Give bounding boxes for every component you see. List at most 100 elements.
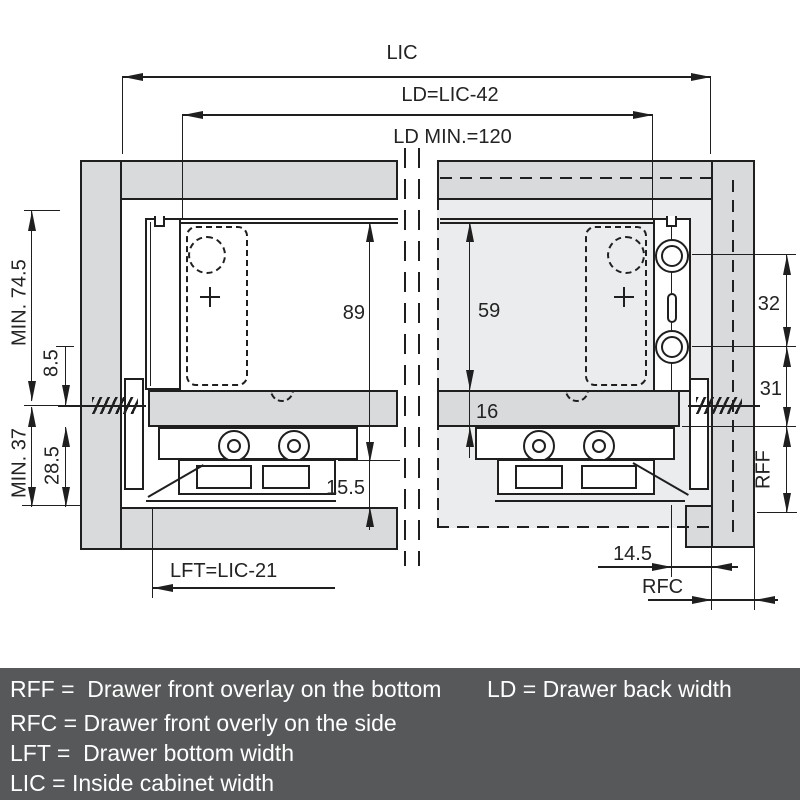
- extension-line: [122, 76, 123, 154]
- mechanism-detail: [515, 465, 563, 489]
- dim-line-rfc: [648, 599, 778, 601]
- cabinet-top-panel-left: [120, 160, 398, 200]
- extension-line: [710, 76, 711, 154]
- dim-line-89: [369, 222, 370, 462]
- dim-arrow: [652, 563, 672, 571]
- dim-line-31: [786, 347, 787, 427]
- dim-label-ld: LD=LIC-42: [401, 84, 499, 106]
- mechanism-detail: [581, 465, 637, 489]
- bracket-slot: [667, 293, 677, 323]
- dim-line-155: [369, 462, 370, 530]
- dim-label-32: 32: [757, 293, 780, 315]
- extension-line: [711, 548, 712, 610]
- dim-line-85: [65, 347, 66, 405]
- dim-label-lic: LIC: [386, 42, 418, 64]
- dim-arrow: [28, 407, 36, 427]
- dim-label-285: 28.5: [41, 446, 64, 486]
- extension-line: [56, 346, 74, 347]
- drawer-back-hole-left: [188, 236, 226, 274]
- drawer-front-hidden-centerline: [732, 180, 734, 540]
- dim-label-145: 14.5: [613, 543, 652, 565]
- dim-arrow: [692, 596, 712, 604]
- dim-label-min745: MIN. 74.5: [8, 259, 31, 346]
- dim-label-ld-min: LD MIN.=120: [393, 126, 512, 148]
- dim-arrow: [466, 427, 474, 447]
- extension-line: [692, 346, 796, 347]
- mechanism-base-line: [146, 500, 336, 502]
- extension-line: [682, 426, 796, 427]
- screw-position-marker-left: [200, 287, 220, 307]
- dim-arrow: [62, 385, 70, 405]
- euro-screw-right: [696, 397, 742, 414]
- bracket-hole-top: [655, 239, 689, 273]
- legend-item-lft: LFT = Drawer bottom width: [10, 740, 294, 766]
- mechanism-base-line: [495, 500, 685, 502]
- cabinet-bottom-panel: [80, 507, 398, 550]
- dim-label-155: 15.5: [326, 477, 365, 499]
- drawer-top-edge-line: [181, 222, 398, 224]
- dim-arrow: [183, 111, 203, 119]
- cabinet-top-panel-right: [437, 160, 713, 200]
- dim-label-85: 8.5: [40, 349, 63, 377]
- slide-rail-body-right: [475, 427, 675, 460]
- cabinet-left-side-panel: [80, 160, 122, 550]
- dim-line-min37: [31, 407, 32, 507]
- extension-line: [757, 512, 797, 513]
- dim-label-min37: MIN. 37: [8, 427, 31, 498]
- dim-label-rff: RFF: [752, 450, 775, 490]
- legend-item-ld: LD = Drawer back width: [487, 676, 732, 702]
- dim-arrow: [62, 487, 70, 507]
- dim-line-lic: [123, 76, 711, 78]
- mechanism-detail: [262, 465, 310, 489]
- extension-line: [182, 114, 183, 218]
- legend-item-rff: RFF = Drawer front overlay on the bottom: [10, 676, 442, 702]
- extension-line: [22, 505, 82, 506]
- slide-rail-body-left: [158, 427, 358, 460]
- drawer-side-inner-line: [150, 222, 151, 386]
- dim-arrow: [783, 493, 791, 513]
- dim-arrow: [691, 73, 711, 81]
- drawer-bottom-panel-right: [437, 390, 680, 427]
- dim-line-lft: [153, 587, 335, 589]
- dim-arrow: [366, 222, 374, 242]
- bracket-hole-bottom: [655, 330, 689, 364]
- drawer-side-profile-left: [145, 218, 181, 390]
- drawer-back-hole-right: [607, 236, 645, 274]
- mechanism-detail: [196, 465, 252, 489]
- extension-line: [671, 505, 672, 577]
- dim-line-285: [65, 427, 66, 507]
- euro-screw-left: [92, 397, 138, 414]
- dim-line-rff: [786, 427, 787, 513]
- drawer-front-hidden-left-edge: [437, 178, 439, 528]
- dim-arrow: [633, 111, 653, 119]
- break-line: [404, 148, 406, 566]
- drawer-back-hidden-outline-right: [585, 226, 647, 386]
- extension-line: [24, 405, 58, 406]
- extension-line: [692, 254, 796, 255]
- dim-arrow: [62, 427, 70, 447]
- drawer-top-edge-line: [181, 218, 398, 220]
- dim-arrow: [28, 211, 36, 231]
- dim-line-59: [469, 222, 470, 390]
- dim-arrow: [28, 487, 36, 507]
- dim-arrow: [466, 370, 474, 390]
- extension-line: [24, 210, 60, 211]
- dim-arrow: [783, 255, 791, 275]
- dim-line-16: [469, 390, 470, 458]
- drawer-top-edge-line-right: [440, 218, 653, 220]
- dim-label-lft: LFT=LIC-21: [170, 560, 278, 582]
- dim-label-59: 59: [478, 300, 501, 322]
- extension-line: [152, 507, 153, 598]
- dim-line-ld: [183, 114, 653, 116]
- dim-arrow: [755, 596, 775, 604]
- slide-roller: [523, 430, 555, 462]
- screw-position-marker-right: [614, 287, 634, 307]
- dim-line-min745: [31, 211, 32, 401]
- dim-arrow: [783, 427, 791, 447]
- dim-arrow: [123, 73, 143, 81]
- break-line: [418, 148, 420, 566]
- dim-arrow: [153, 584, 173, 592]
- dim-arrow: [783, 407, 791, 427]
- extension-line: [754, 548, 755, 610]
